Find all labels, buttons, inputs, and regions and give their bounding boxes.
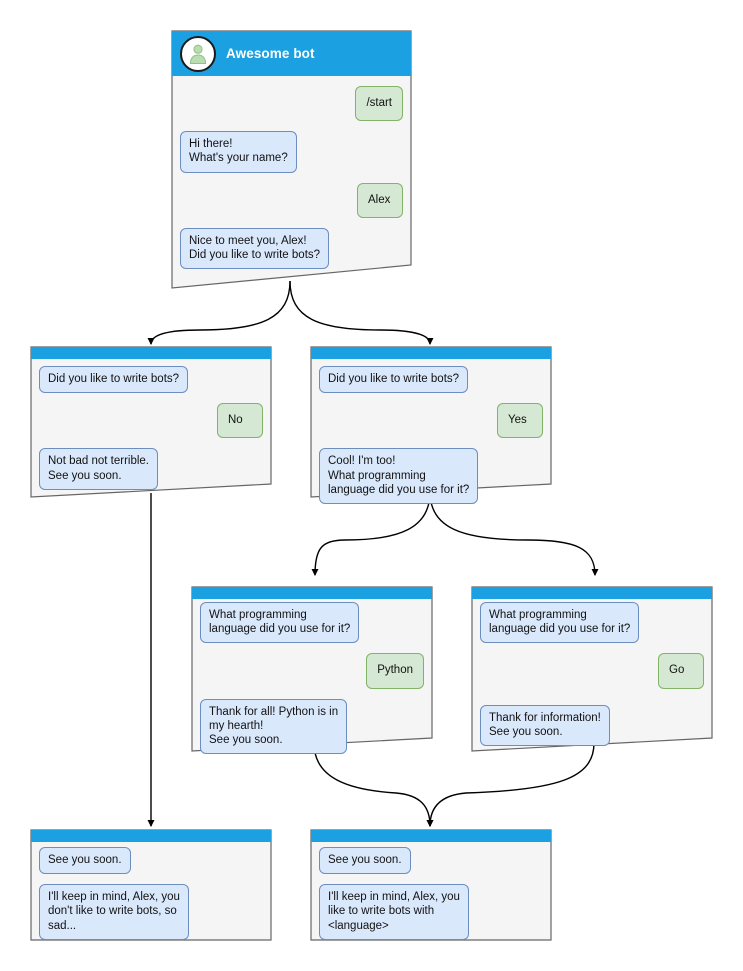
message-row: I'll keep in mind, Alex, you don't like … xyxy=(39,884,263,940)
node-lang-go-chat: What programming language did you use fo… xyxy=(472,600,712,764)
node-end-happy-header xyxy=(311,830,551,843)
node-start[interactable]: Awesome bot /start Hi there! What's your… xyxy=(168,28,416,292)
node-start-chat: /start Hi there! What's your name? Alex … xyxy=(172,76,411,287)
node-lang-go[interactable]: What programming language did you use fo… xyxy=(469,585,717,755)
node-answer-yes-content: Did you like to write bots? Yes Cool! I'… xyxy=(311,347,551,522)
node-answer-no-content: Did you like to write bots? No Not bad n… xyxy=(31,347,271,508)
message-row: Did you like to write bots? xyxy=(319,366,543,394)
message-row: Python xyxy=(200,653,424,689)
node-end-sad-header xyxy=(31,830,271,843)
bot-bubble[interactable]: Thank for information! See you soon. xyxy=(480,704,610,747)
node-end-happy[interactable]: See you soon. I'll keep in mind, Alex, y… xyxy=(308,828,556,943)
message-row: Thank for information! See you soon. xyxy=(480,704,704,747)
message-row: Hi there! What's your name? xyxy=(180,131,403,173)
bot-bubble[interactable]: I'll keep in mind, Alex, you don't like … xyxy=(39,884,189,940)
node-lang-go-header xyxy=(472,587,712,600)
node-start-header: Awesome bot xyxy=(172,31,411,76)
message-row: /start xyxy=(180,86,403,122)
node-answer-no-header xyxy=(31,347,271,360)
message-row: Cool! I'm too! What programming language… xyxy=(319,448,543,505)
node-answer-yes-chat: Did you like to write bots? Yes Cool! I'… xyxy=(311,360,551,522)
node-answer-no-chat: Did you like to write bots? No Not bad n… xyxy=(31,360,271,508)
bot-bubble[interactable]: Cool! I'm too! What programming language… xyxy=(319,448,479,505)
message-row: Not bad not terrible. See you soon. xyxy=(39,448,263,490)
bot-bubble[interactable]: What programming language did you use fo… xyxy=(200,602,360,644)
message-row: Yes xyxy=(319,403,543,439)
node-lang-python-chat: What programming language did you use fo… xyxy=(192,600,432,772)
node-start-content: Awesome bot /start Hi there! What's your… xyxy=(172,31,411,287)
node-end-sad-chat: See you soon. I'll keep in mind, Alex, y… xyxy=(31,843,271,958)
bot-bubble[interactable]: Nice to meet you, Alex! Did you like to … xyxy=(180,227,330,270)
message-row: Alex xyxy=(180,182,403,218)
bot-bubble[interactable]: Not bad not terrible. See you soon. xyxy=(39,448,159,490)
node-answer-no[interactable]: Did you like to write bots? No Not bad n… xyxy=(28,345,276,501)
node-end-happy-chat: See you soon. I'll keep in mind, Alex, y… xyxy=(311,843,551,958)
message-row: I'll keep in mind, Alex, you like to wri… xyxy=(319,884,543,940)
user-bubble[interactable]: No xyxy=(217,403,263,439)
bot-bubble[interactable]: Hi there! What's your name? xyxy=(180,131,297,173)
user-bubble[interactable]: Go xyxy=(658,653,704,689)
bot-bubble[interactable]: I'll keep in mind, Alex, you like to wri… xyxy=(319,884,469,940)
bot-bubble[interactable]: See you soon. xyxy=(319,847,411,875)
message-row: Thank for all! Python is in my hearth! S… xyxy=(200,698,424,755)
node-lang-python-header xyxy=(192,587,432,600)
node-answer-yes[interactable]: Did you like to write bots? Yes Cool! I'… xyxy=(308,345,556,505)
person-avatar-icon xyxy=(180,35,216,72)
node-lang-python[interactable]: What programming language did you use fo… xyxy=(189,585,437,755)
node-answer-yes-header xyxy=(311,347,551,360)
user-bubble[interactable]: Yes xyxy=(497,403,543,439)
node-lang-python-content: What programming language did you use fo… xyxy=(192,587,432,772)
message-row: Go xyxy=(480,653,704,689)
user-bubble[interactable]: Alex xyxy=(357,182,403,218)
bot-bubble[interactable]: Did you like to write bots? xyxy=(319,366,469,394)
node-end-happy-content: See you soon. I'll keep in mind, Alex, y… xyxy=(311,830,551,958)
node-lang-go-content: What programming language did you use fo… xyxy=(472,587,712,764)
user-bubble[interactable]: Python xyxy=(366,653,424,689)
message-row: See you soon. xyxy=(39,847,263,875)
message-row: Did you like to write bots? xyxy=(39,366,263,394)
bot-bubble[interactable]: See you soon. xyxy=(39,847,131,875)
message-row: No xyxy=(39,403,263,439)
node-end-sad-content: See you soon. I'll keep in mind, Alex, y… xyxy=(31,830,271,958)
message-row: Nice to meet you, Alex! Did you like to … xyxy=(180,227,403,270)
message-row: See you soon. xyxy=(319,847,543,875)
bot-bubble[interactable]: What programming language did you use fo… xyxy=(480,602,640,644)
bot-bubble[interactable]: Thank for all! Python is in my hearth! S… xyxy=(200,698,348,755)
bot-title: Awesome bot xyxy=(226,46,315,61)
node-end-sad[interactable]: See you soon. I'll keep in mind, Alex, y… xyxy=(28,828,276,943)
bot-bubble[interactable]: Did you like to write bots? xyxy=(39,366,189,394)
message-row: What programming language did you use fo… xyxy=(480,602,704,644)
user-bubble[interactable]: /start xyxy=(355,86,403,122)
message-row: What programming language did you use fo… xyxy=(200,602,424,644)
